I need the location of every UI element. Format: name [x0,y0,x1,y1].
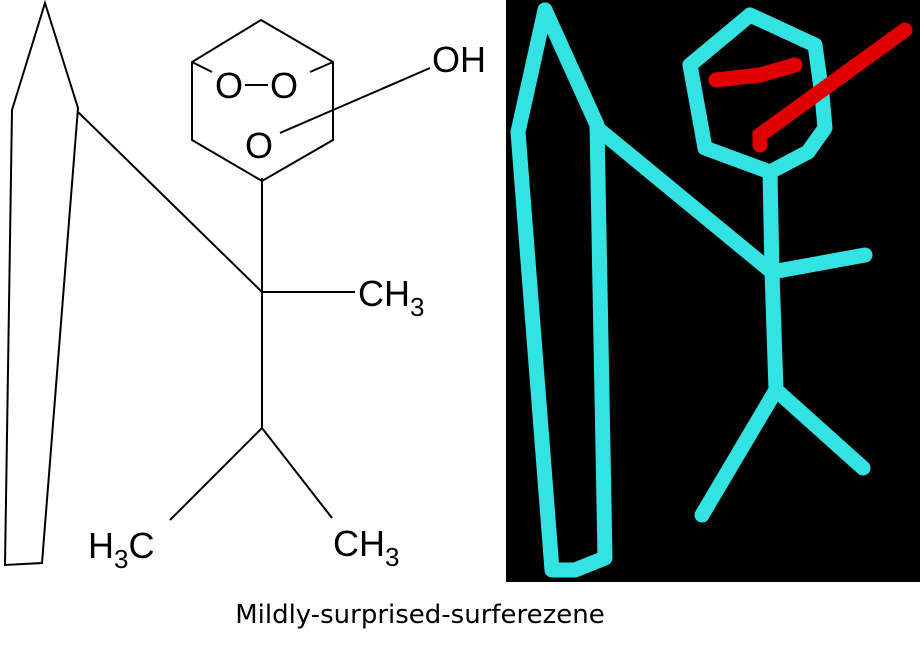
surfboard-outline [3,0,80,567]
oxygen-label: O [270,65,298,106]
molecule-name-caption: Mildly-surprised-surferezene [235,600,605,630]
head-ring-stick [682,7,833,180]
hydroxyl-bond [279,67,431,134]
methyl-stick [764,247,873,280]
hydroxyl-label: OH [432,39,486,80]
left-leg-bond [169,427,263,521]
leg-stick [768,382,871,476]
oxygen-stick [752,22,913,153]
ring-o-bond [191,61,213,73]
methyl-label-bottom: CH3 [333,523,399,572]
render-background [506,0,920,582]
ring-o-bond [309,61,334,73]
surfboard-stick [537,2,613,578]
leg-stick [694,382,784,523]
structural-formula-2d: O O O OH CH3 H3C CH3 [3,0,486,574]
right-leg-bond [261,427,333,519]
methyl-label-left: H3C [88,525,154,574]
methyl-label: CH3 [358,273,424,322]
oxygen-stick [708,57,803,88]
arm-bond [77,111,263,293]
oxygen-label: O [245,125,273,166]
surfboard-stick [510,2,583,578]
body-stick [762,164,784,398]
arm-stick [589,120,780,280]
oxygen-label: O [215,65,243,106]
